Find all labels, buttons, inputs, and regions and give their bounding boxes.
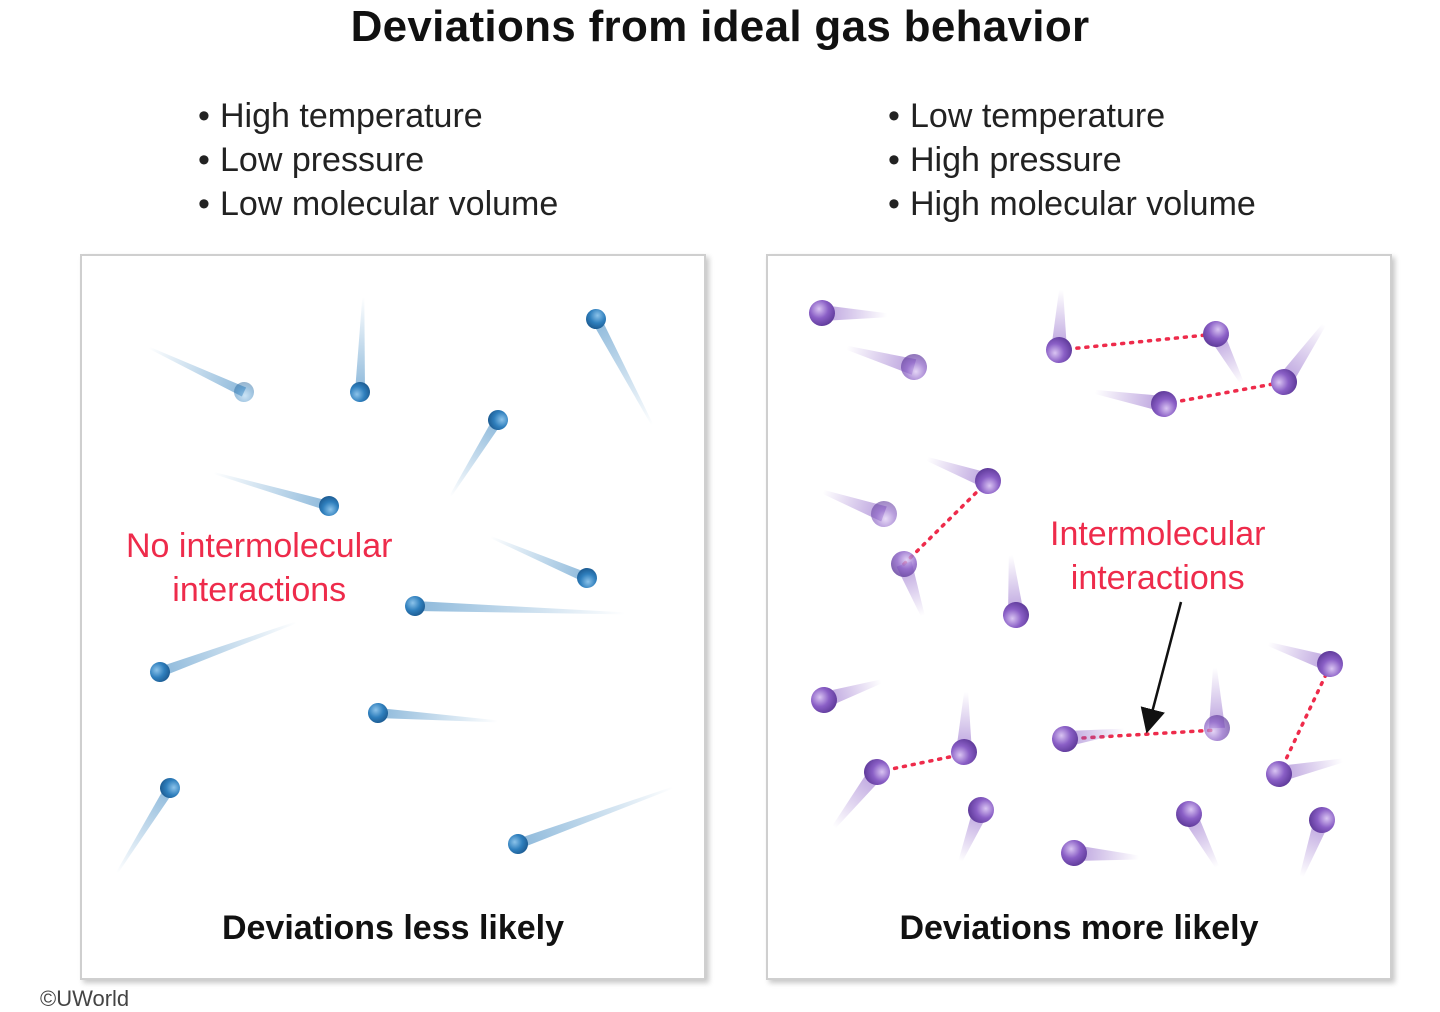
gas-molecule: [1266, 758, 1343, 787]
gas-molecule: [809, 300, 888, 326]
gas-molecule: [1046, 289, 1072, 363]
gas-molecule: [449, 410, 508, 497]
condition-item: Low pressure: [198, 138, 558, 182]
condition-item: High temperature: [198, 94, 558, 138]
annotation-line: interactions: [1070, 559, 1245, 597]
diagram-title: Deviations from ideal gas behavior: [350, 2, 1090, 51]
annotation-line: Intermolecular: [1050, 515, 1266, 553]
condition-item: Low temperature: [888, 94, 1256, 138]
gas-molecule: [1204, 667, 1230, 741]
real-gas-molecules: [809, 289, 1343, 878]
interaction-line: [1277, 664, 1332, 776]
gas-molecule: [958, 797, 994, 862]
interactions-label: Intermolecular interactions: [1050, 512, 1265, 600]
gas-molecule: [1176, 801, 1219, 868]
gas-molecule: [213, 471, 339, 516]
ideal-conditions-list: High temperature Low pressure Low molecu…: [198, 94, 558, 226]
gas-molecule: [586, 309, 654, 426]
real-gas-panel: Intermolecular interactions Deviations m…: [766, 254, 1392, 980]
gas-molecule: [846, 345, 927, 380]
gas-molecule: [489, 536, 597, 588]
condition-item: High pressure: [888, 138, 1256, 182]
gas-molecule: [116, 778, 180, 874]
gas-molecule: [1094, 389, 1177, 417]
gas-molecule: [368, 703, 498, 723]
gas-molecule: [148, 346, 254, 402]
no-interactions-label: No intermolecular interactions: [126, 524, 392, 612]
copyright-credit: ©UWorld: [40, 986, 130, 1011]
gas-molecule: [508, 786, 674, 854]
interaction-line: [875, 752, 966, 774]
gas-molecule: [1003, 555, 1029, 628]
condition-item: High molecular volume: [888, 182, 1256, 226]
gas-molecule: [350, 297, 370, 402]
interaction-line: [1057, 332, 1218, 352]
gas-molecule: [1052, 726, 1125, 752]
ideal-gas-molecules: [116, 297, 674, 874]
gas-molecule: [832, 759, 890, 829]
annotation-arrow: [1140, 601, 1183, 734]
annotation-line: interactions: [172, 571, 347, 609]
interaction-line: [902, 479, 990, 566]
ideal-panel-caption: Deviations less likely: [221, 909, 565, 947]
gas-molecule: [1271, 323, 1326, 395]
gas-molecule: [405, 596, 625, 616]
ideal-gas-panel: No intermolecular interactions Deviation…: [80, 254, 706, 980]
gas-molecule: [822, 489, 897, 527]
gas-molecule: [150, 621, 297, 682]
gas-molecule: [951, 691, 977, 765]
gas-molecule: [1267, 642, 1343, 677]
annotation-line: No intermolecular: [126, 527, 393, 565]
gas-molecule: [926, 456, 1001, 494]
real-panel-caption: Deviations more likely: [899, 909, 1259, 947]
gas-molecule: [891, 551, 925, 617]
condition-item: Low molecular volume: [198, 182, 558, 226]
real-conditions-list: Low temperature High pressure High molec…: [888, 94, 1256, 226]
gas-molecule: [1203, 321, 1244, 384]
gas-molecule: [1061, 840, 1139, 866]
gas-molecule: [1299, 807, 1335, 878]
interaction-line: [1162, 380, 1286, 406]
gas-molecule: [811, 679, 882, 713]
